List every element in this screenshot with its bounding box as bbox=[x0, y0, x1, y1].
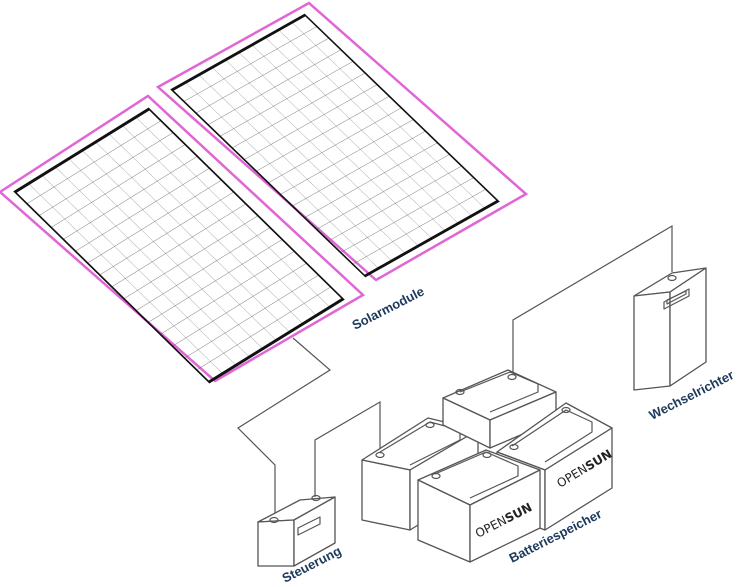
wire-control-to-battery bbox=[314, 400, 381, 497]
wire-battery-to-inverter bbox=[512, 224, 673, 378]
control-unit bbox=[257, 494, 336, 567]
solar-panel-left bbox=[0, 94, 366, 384]
wire-panel-to-control bbox=[237, 337, 332, 520]
label-solarmodule: Solarmodule bbox=[350, 284, 427, 333]
battery-storage: OPENSUN OPENSUN bbox=[361, 369, 614, 563]
cell-grid bbox=[172, 15, 498, 276]
inverter bbox=[633, 267, 707, 391]
battery-back-right bbox=[442, 369, 557, 449]
panel-border bbox=[13, 107, 345, 384]
battery-front-left: OPENSUN bbox=[417, 449, 541, 563]
solar-panel-right bbox=[155, 1, 529, 282]
cell-grid bbox=[15, 109, 343, 382]
panel-border bbox=[170, 13, 500, 278]
wiring bbox=[237, 224, 673, 520]
control-display bbox=[297, 516, 321, 536]
